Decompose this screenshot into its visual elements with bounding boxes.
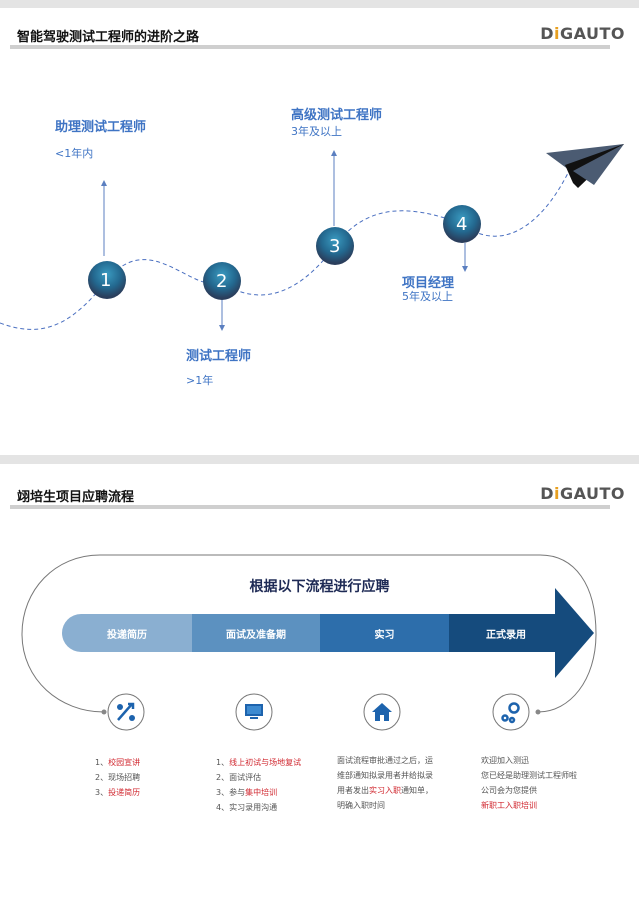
loop-outline (21, 554, 597, 713)
digauto-logo: DiGAUTO (540, 24, 625, 43)
home-icon (372, 703, 392, 721)
slide-title: 翊培生项目应聘流程 (17, 490, 135, 505)
step-circle-2 (203, 262, 241, 300)
digauto-logo: DiGAUTO (540, 484, 625, 503)
step-number-2: 2 (216, 271, 228, 292)
col3-text: 面试流程审批通过之后，运 维部通知拟录用者并给拟录 用者发出实习入职通知单， 明… (337, 756, 433, 810)
slide-title: 智能驾驶测试工程师的进阶之路 (17, 30, 200, 45)
step-number-4: 4 (456, 214, 468, 235)
share-icon (117, 702, 135, 721)
gears-icon (501, 702, 520, 724)
role-1: 助理测试工程师 (55, 120, 147, 135)
career-path-slide: 智能驾驶测试工程师的进阶之路 DiGAUTO 1 2 3 4 助理测试工程师 <… (0, 8, 639, 455)
title-divider (10, 45, 610, 49)
years-2: >1年 (186, 374, 214, 387)
step-number-1: 1 (100, 270, 112, 291)
col2-text: 1、线上初试与场地复试 2、面试评估 3、参与集中培训 4、实习录用沟通 (216, 758, 302, 812)
role-2: 测试工程师 (186, 349, 252, 364)
stage-resume: 投递简历 (62, 614, 192, 652)
step-circle-4 (443, 205, 481, 243)
step-circle-3 (316, 227, 354, 265)
step-circle-1 (88, 261, 126, 299)
stage-interview: 面试及准备期 (192, 614, 320, 652)
career-path-graphic (0, 144, 624, 331)
col1-text: 1、校园宣讲 2、现场招聘 3、投递简历 (95, 758, 141, 797)
role-4: 项目经理 (402, 276, 455, 291)
icon-circles (107, 693, 530, 731)
paper-plane-icon (546, 144, 624, 188)
stage-hired: 正式录用 (449, 614, 555, 652)
monitor-icon (245, 704, 263, 719)
step-number-3: 3 (329, 236, 341, 257)
years-3: 3年及以上 (291, 125, 342, 138)
years-4: 5年及以上 (402, 290, 453, 303)
stage-arrowhead (555, 588, 594, 678)
col4-text: 欢迎加入测迅 您已经是助理测试工程师啦 公司会为您提供 新职工入职培训 (481, 756, 577, 810)
process-heading: 根据以下流程进行应聘 (249, 579, 390, 595)
role-3: 高级测试工程师 (291, 108, 383, 123)
title-divider (10, 505, 610, 509)
stage-internship: 实习 (320, 614, 449, 652)
recruitment-slide: 翊培生项目应聘流程 DiGAUTO (0, 464, 639, 924)
years-1: <1年内 (55, 147, 94, 160)
